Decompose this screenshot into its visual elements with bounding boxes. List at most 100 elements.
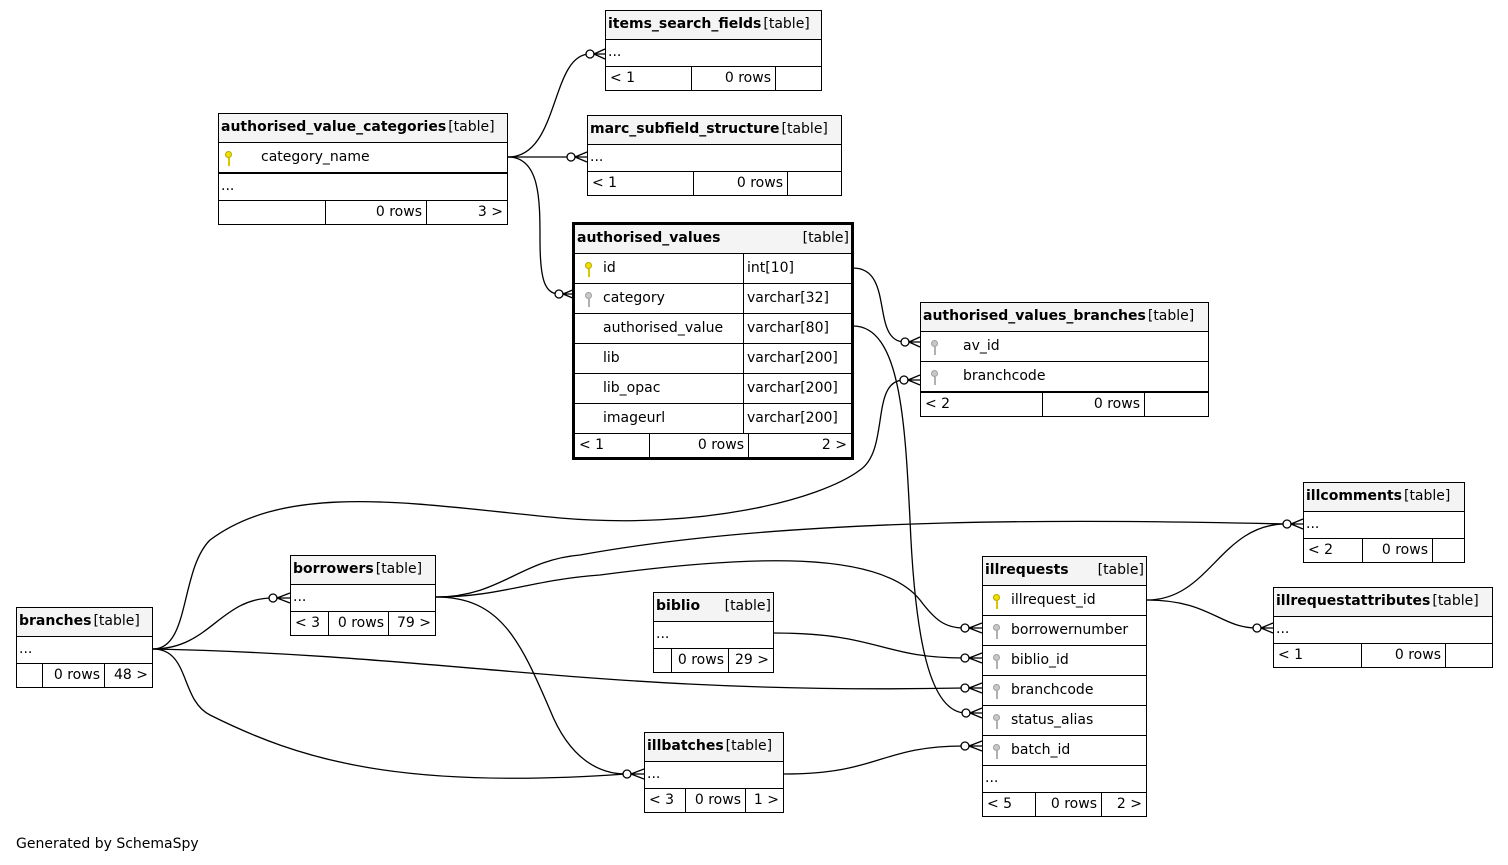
parents-count[interactable]: < 1 [588, 172, 694, 195]
column-row[interactable]: lib_opac varchar[200] [575, 374, 851, 404]
table-items-search-fields[interactable]: items_search_fields[table] ... < 1 0 row… [605, 10, 822, 91]
table-borrowers[interactable]: borrowers[table] ... < 3 0 rows 79 > [290, 555, 436, 636]
crowfoot [1290, 518, 1304, 530]
column-name: branchcode [1011, 682, 1094, 698]
columns-ellipsis: ... [1274, 617, 1492, 644]
children-count[interactable]: 1 > [753, 792, 779, 808]
table-illcomments[interactable]: illcomments[table] ... < 2 0 rows [1303, 482, 1465, 563]
column-row[interactable]: authorised_value varchar[80] [575, 314, 851, 344]
table-name[interactable]: items_search_fields [608, 16, 762, 32]
table-name[interactable]: borrowers [293, 561, 374, 577]
column-row[interactable]: branchcode [983, 676, 1146, 706]
table-header[interactable]: illrequests [table] [983, 557, 1146, 586]
cardinality-marker [1252, 623, 1262, 633]
column-row[interactable]: av_id [921, 332, 1208, 362]
parents-count[interactable]: < 2 [1304, 539, 1363, 562]
column-row[interactable]: id int[10] [575, 254, 851, 284]
table-name[interactable]: authorised_values_branches [923, 308, 1146, 324]
table-header[interactable]: illrequestattributes[table] [1274, 588, 1492, 617]
parents-count[interactable]: < 3 [645, 789, 686, 812]
column-row[interactable]: branchcode [921, 362, 1208, 393]
link-illrequests-illrequestattributes [1146, 599, 1258, 629]
table-header[interactable]: authorised_values_branches[table] [921, 303, 1208, 332]
table-authorised-values[interactable]: authorised_values [table] id int[10] cat… [572, 222, 854, 460]
parents-count[interactable]: < 2 [921, 393, 1043, 416]
table-header[interactable]: authorised_values [table] [575, 225, 851, 254]
parents-count[interactable]: < 1 [1274, 644, 1362, 667]
children-count[interactable]: 3 > [477, 204, 503, 220]
column-row[interactable]: status_alias [983, 706, 1146, 736]
table-biblio[interactable]: biblio [table] ... 0 rows 29 > [653, 592, 774, 673]
children-count[interactable] [788, 172, 841, 195]
table-name[interactable]: illrequestattributes [1276, 593, 1431, 609]
table-name[interactable]: authorised_values [577, 230, 721, 246]
children-count[interactable] [1145, 393, 1208, 416]
table-header[interactable]: branches[table] [17, 608, 152, 637]
parents-count[interactable]: < 1 [575, 434, 650, 457]
parents-count[interactable]: < 1 [606, 67, 692, 90]
children-count[interactable]: 2 > [1116, 796, 1142, 812]
columns-ellipsis: ... [219, 174, 507, 201]
table-header[interactable]: marc_subfield_structure[table] [588, 116, 841, 145]
table-name[interactable]: illcomments [1306, 488, 1402, 504]
table-kind: [table] [375, 561, 423, 577]
column-row[interactable]: batch_id [983, 736, 1146, 766]
table-illbatches[interactable]: illbatches[table] ... < 3 0 rows 1 > [644, 732, 784, 813]
column-row[interactable]: biblio_id [983, 646, 1146, 676]
table-authorised-value-categories[interactable]: authorised_value_categories[table] categ… [218, 113, 508, 225]
crowfoot [907, 374, 921, 386]
children-count[interactable] [776, 67, 821, 90]
column-row[interactable]: category_name [219, 143, 507, 174]
table-name[interactable]: authorised_value_categories [221, 119, 447, 135]
table-illrequestattributes[interactable]: illrequestattributes[table] ... < 1 0 ro… [1273, 587, 1493, 668]
table-footer: 0 rows 3 > [219, 201, 507, 224]
table-kind: [table] [802, 230, 849, 246]
table-kind: [table] [725, 738, 773, 754]
column-row[interactable]: category varchar[32] [575, 284, 851, 314]
link-avc-items-search-fields [507, 53, 591, 158]
column-type: varchar[200] [743, 344, 851, 373]
table-header[interactable]: biblio [table] [654, 593, 773, 622]
parents-count[interactable] [654, 649, 672, 672]
table-name[interactable]: illbatches [647, 738, 724, 754]
parents-count[interactable]: < 5 [983, 793, 1036, 816]
parents-count[interactable]: < 3 [291, 612, 329, 635]
table-header[interactable]: illbatches[table] [645, 733, 783, 762]
crowfoot [968, 622, 983, 634]
table-branches[interactable]: branches[table] ... 0 rows 48 > [16, 607, 153, 688]
column-row[interactable]: illrequest_id [983, 586, 1146, 616]
children-count[interactable] [1446, 644, 1492, 667]
children-count[interactable]: 48 > [114, 667, 148, 683]
columns-ellipsis: ... [606, 40, 821, 67]
link-av-illrequests [852, 325, 967, 714]
table-header[interactable]: authorised_value_categories[table] [219, 114, 507, 143]
table-header[interactable]: borrowers[table] [291, 556, 435, 585]
children-count[interactable]: 79 > [397, 615, 431, 631]
table-name[interactable]: branches [19, 613, 92, 629]
table-footer: < 3 0 rows 1 > [645, 789, 783, 812]
table-name[interactable]: biblio [656, 598, 701, 614]
table-footer: < 1 0 rows 2 > [575, 434, 851, 457]
table-name[interactable]: marc_subfield_structure [590, 121, 780, 137]
table-authorised-values-branches[interactable]: authorised_values_branches[table] av_id … [920, 302, 1209, 417]
table-header[interactable]: illcomments[table] [1304, 483, 1464, 512]
parents-count[interactable] [17, 664, 43, 687]
children-count[interactable]: 2 > [821, 437, 847, 453]
column-type: int[10] [743, 254, 851, 283]
table-marc-subfield-structure[interactable]: marc_subfield_structure[table] ... < 1 0… [587, 115, 842, 196]
column-row[interactable]: lib varchar[200] [575, 344, 851, 374]
cardinality-marker [899, 375, 909, 385]
table-name[interactable]: illrequests [985, 562, 1069, 578]
column-name: id [603, 260, 616, 276]
table-header[interactable]: items_search_fields[table] [606, 11, 821, 40]
parents-count[interactable] [219, 201, 326, 224]
column-row[interactable]: imageurl varchar[200] [575, 404, 851, 434]
crowfoot [276, 592, 291, 604]
children-count[interactable] [1433, 539, 1464, 562]
children-count[interactable]: 29 > [735, 652, 769, 668]
table-kind: [table] [1432, 593, 1479, 609]
column-type: varchar[80] [743, 314, 851, 343]
column-row[interactable]: borrowernumber [983, 616, 1146, 646]
table-illrequests[interactable]: illrequests [table] illrequest_id borrow… [982, 556, 1147, 817]
row-count: 0 rows [686, 789, 746, 812]
